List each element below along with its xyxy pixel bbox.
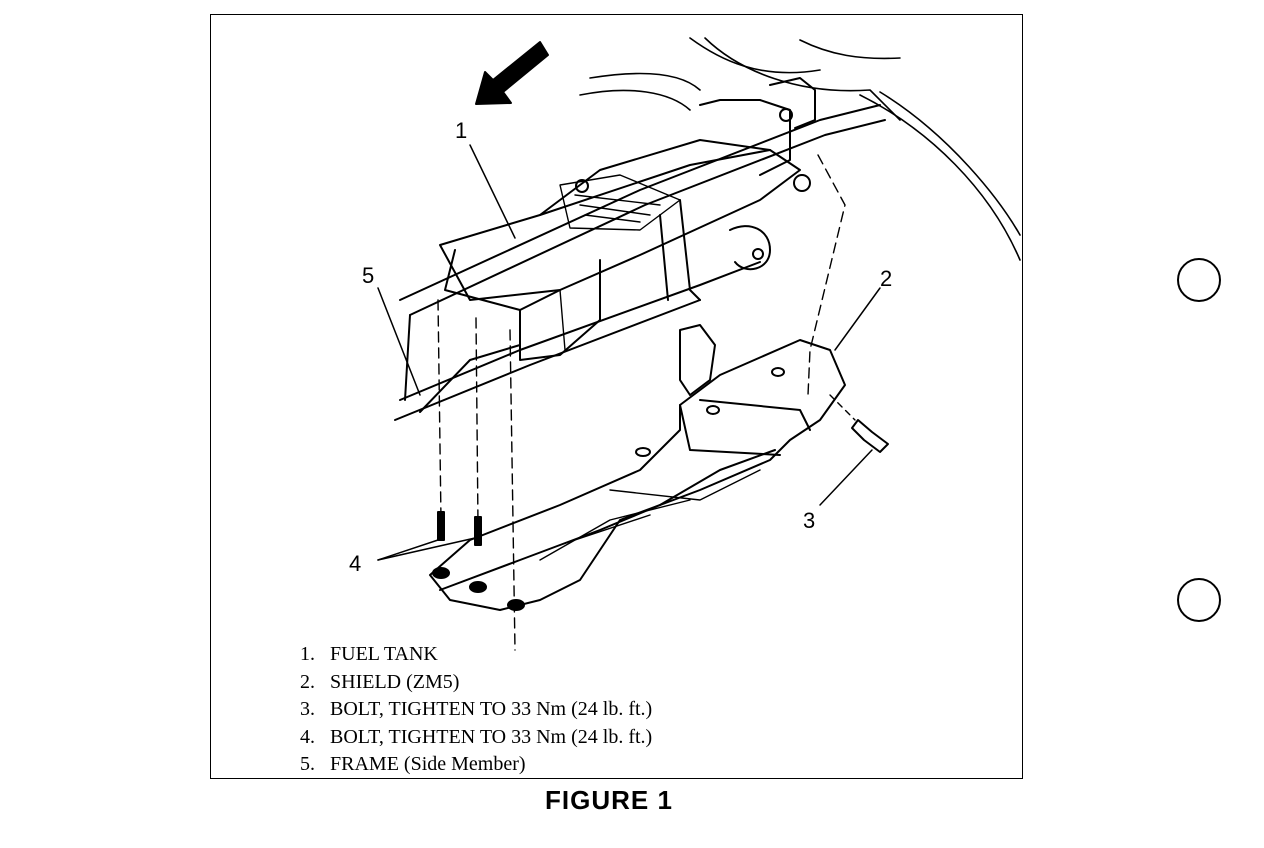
legend-item-number: 2. — [300, 670, 315, 693]
legend-item: 3. BOLT, TIGHTEN TO 33 Nm (24 lb. ft.) — [300, 696, 652, 724]
callout-bolt-4: 4 — [349, 551, 362, 576]
callout-frame: 5 — [362, 263, 375, 288]
vehicle-body-outline — [579, 37, 1021, 261]
bolt-4-right — [474, 516, 482, 546]
punch-hole-top — [1177, 258, 1221, 302]
callout-shield: 2 — [880, 266, 893, 291]
legend-item: 4. BOLT, TIGHTEN TO 33 Nm (24 lb. ft.) — [300, 724, 652, 752]
legend-item-text: FRAME (Side Member) — [330, 753, 526, 775]
punch-hole-bottom — [1177, 578, 1221, 622]
frame-side-member — [394, 104, 886, 421]
legend-item: 1. FUEL TANK — [300, 641, 652, 669]
legend-item: 5. FRAME (Side Member) — [300, 751, 652, 779]
legend-item: 2. SHIELD (ZM5) — [300, 669, 652, 697]
fuel-tank-shield — [429, 324, 846, 611]
legend-item-text: FUEL TANK — [330, 643, 438, 665]
figure-title: FIGURE 1 — [545, 785, 673, 815]
fuel-tank — [439, 77, 816, 361]
bolt-3 — [829, 394, 889, 453]
front-direction-arrow-icon — [475, 41, 549, 105]
legend-item-number: 5. — [300, 753, 315, 775]
bolt-4-left — [437, 511, 445, 541]
bolt-alignment-lines — [437, 154, 846, 651]
legend-item-number: 1. — [300, 643, 315, 665]
callout-bolt-3: 3 — [803, 508, 816, 533]
legend-item-text: BOLT, TIGHTEN TO 33 Nm (24 lb. ft.) — [330, 698, 653, 720]
legend-item-number: 3. — [300, 698, 315, 720]
legend-item-number: 4. — [300, 725, 315, 748]
legend-item-text: BOLT, TIGHTEN TO 33 Nm (24 lb. ft.) — [330, 725, 653, 748]
legend-item-text: SHIELD (ZM5) — [330, 670, 460, 693]
callout-fuel-tank: 1 — [455, 118, 468, 143]
callout-leader-lines — [377, 144, 881, 561]
parts-legend: 1. FUEL TANK 2. SHIELD (ZM5) 3. BOLT, TIGHT… — [300, 641, 652, 779]
figure-frame — [210, 14, 1023, 779]
